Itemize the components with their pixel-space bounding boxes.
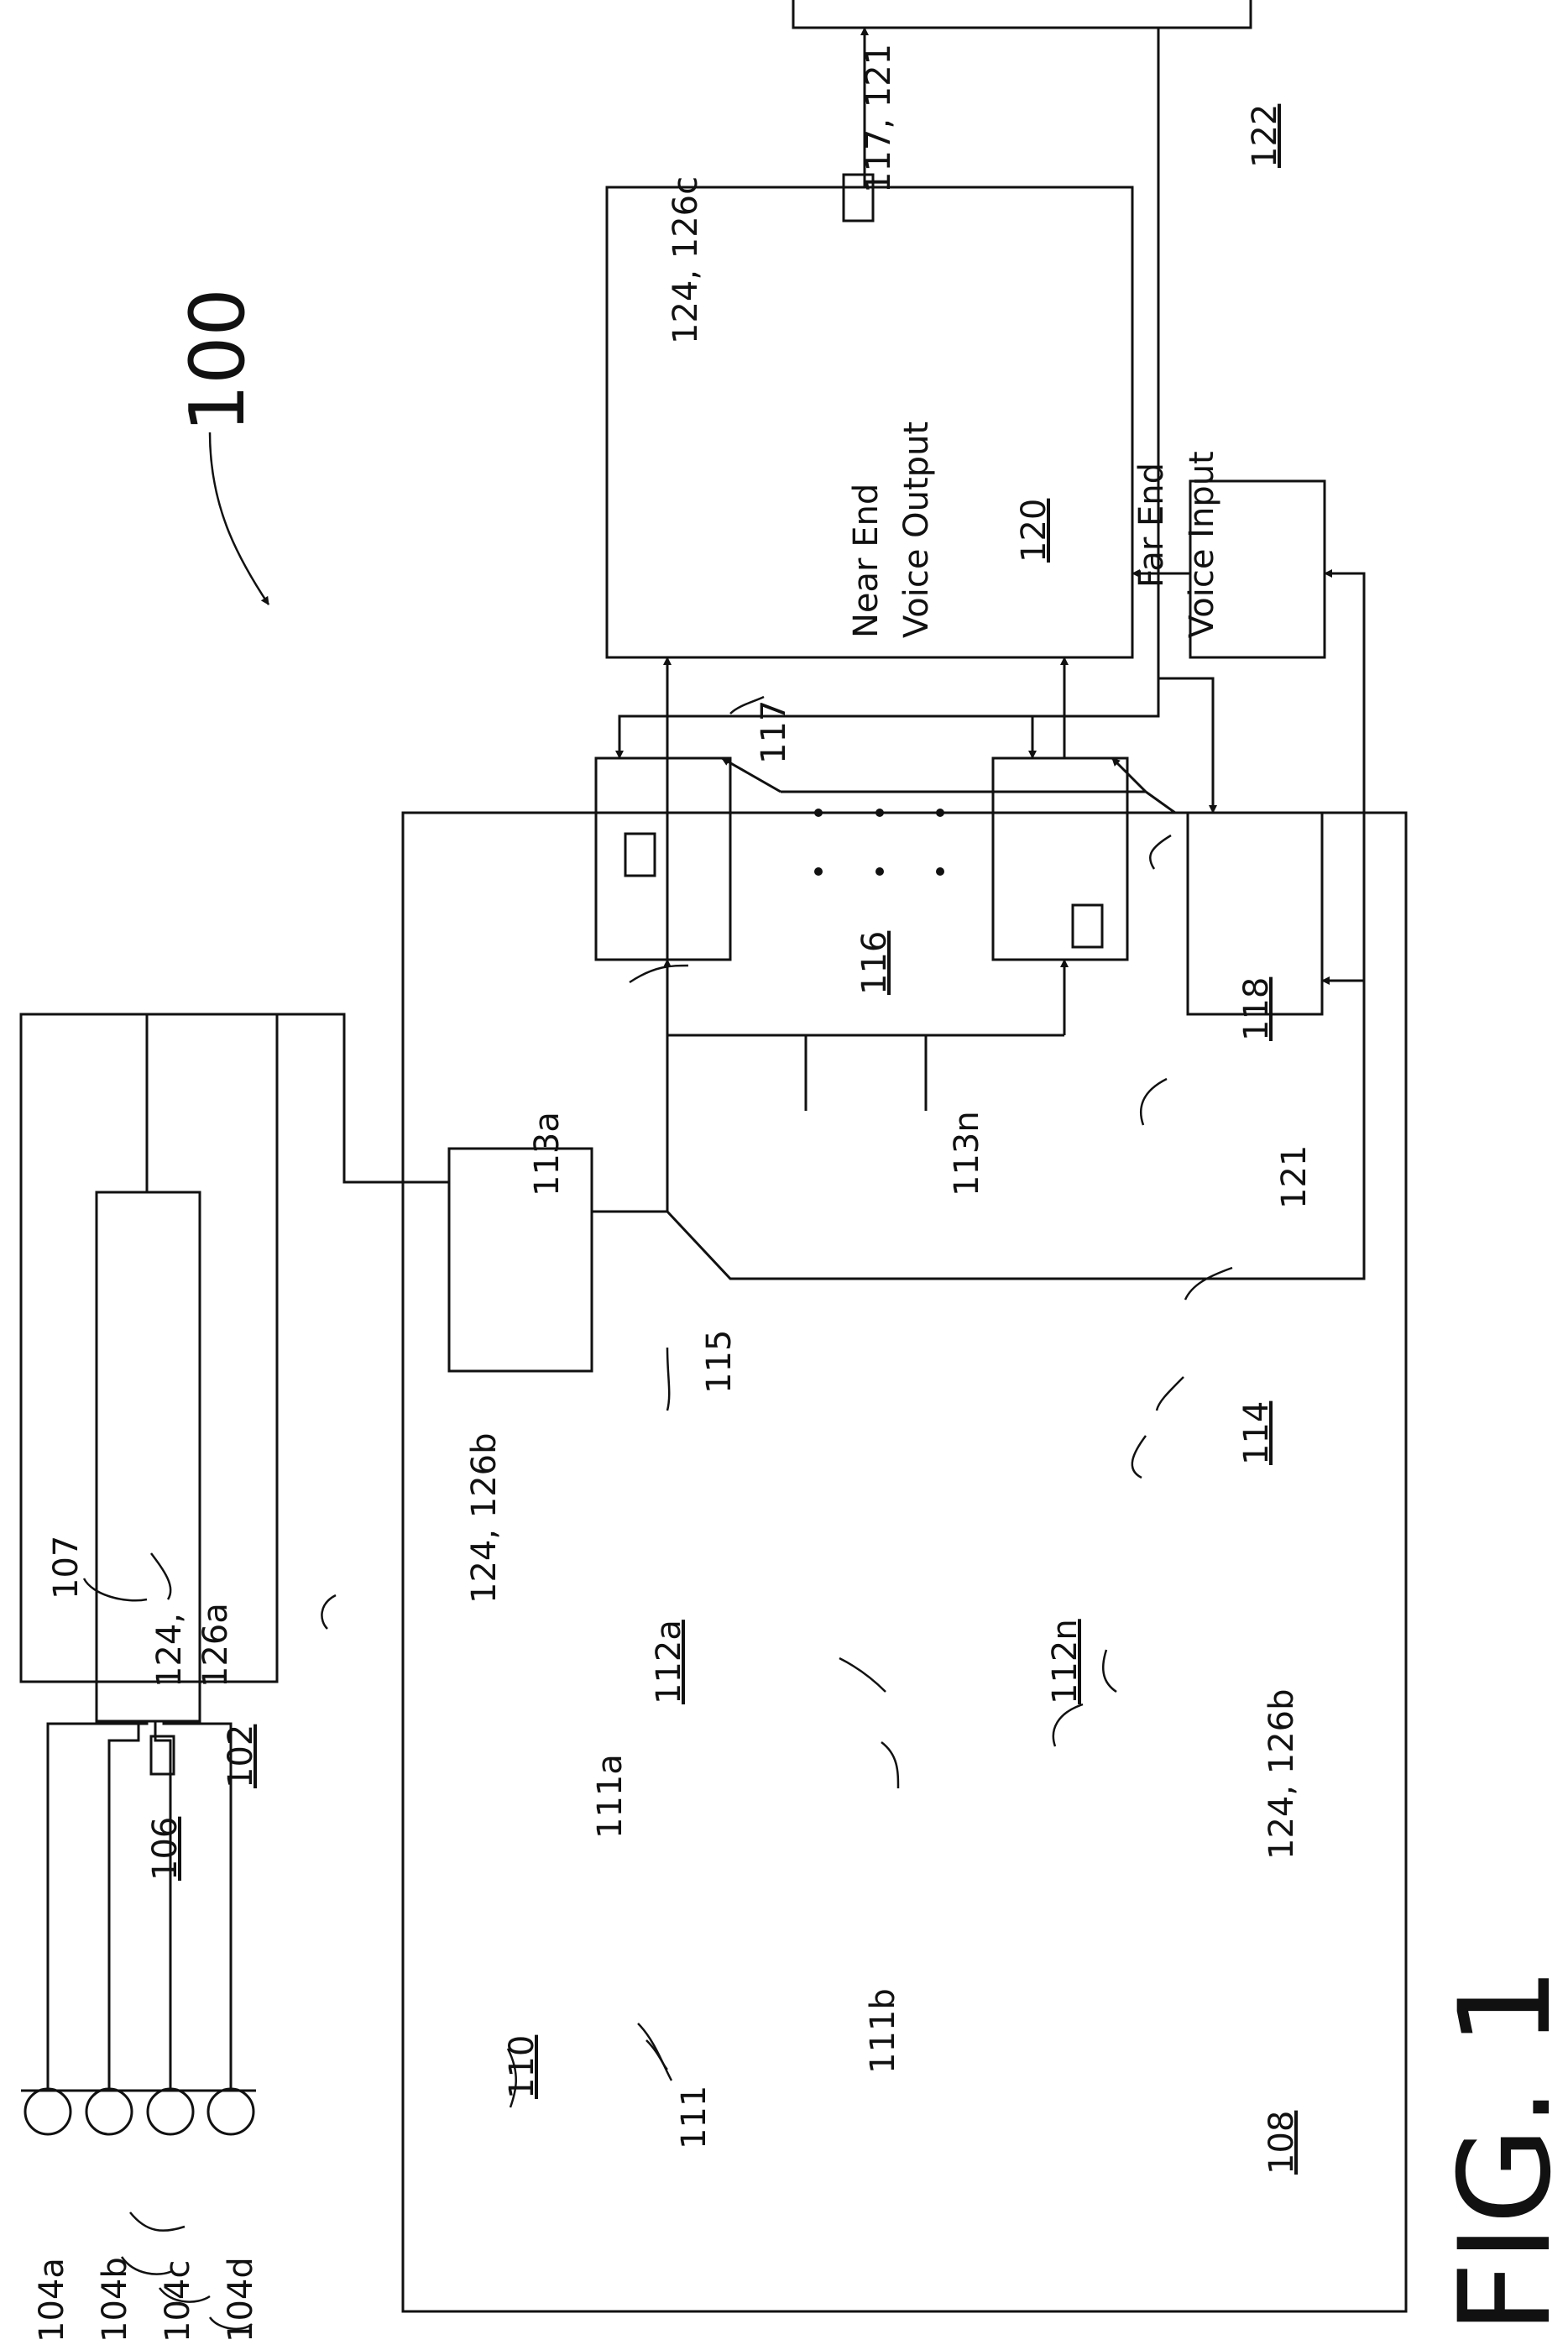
label-112a: 112a bbox=[650, 1620, 688, 1704]
label-104c: 104c bbox=[159, 2260, 197, 2342]
label-121: 121 bbox=[1275, 1145, 1314, 1209]
microphone-104c bbox=[148, 2089, 193, 2134]
label-far-end-1: Far End bbox=[1132, 463, 1171, 588]
label-113a: 113a bbox=[528, 1112, 567, 1196]
leader-lines bbox=[84, 697, 1232, 2329]
label-124-126b-bottom: 124, 126b bbox=[1262, 1688, 1301, 1860]
label-116: 116 bbox=[855, 931, 894, 995]
mic-wire-104b bbox=[109, 1721, 139, 2091]
reference-labels: 104a 104b 104c 104d 106 102 107 124, 126… bbox=[33, 44, 1568, 2342]
label-far-end-2: Voice Input bbox=[1183, 451, 1221, 638]
label-104a: 104a bbox=[33, 2258, 71, 2342]
line-111 bbox=[592, 1014, 667, 1212]
label-111a: 111a bbox=[591, 1754, 630, 1839]
label-118: 118 bbox=[1237, 977, 1276, 1041]
label-110: 110 bbox=[503, 2035, 541, 2099]
label-112n: 112n bbox=[1046, 1619, 1085, 1704]
line-121-to-114 bbox=[1158, 678, 1213, 813]
label-106: 106 bbox=[146, 1817, 185, 1881]
label-104d: 104d bbox=[222, 2257, 260, 2342]
mic-wire-104a bbox=[48, 1721, 147, 2091]
label-near-end-2: Voice Output bbox=[897, 421, 936, 638]
ellipsis-dot bbox=[814, 867, 823, 876]
ellipsis-dot bbox=[814, 809, 823, 817]
label-107: 107 bbox=[47, 1536, 86, 1599]
block-120 bbox=[793, 0, 1251, 28]
microphone-104a bbox=[25, 2089, 71, 2134]
label-104b: 104b bbox=[96, 2257, 134, 2342]
indicator-126b-bottom bbox=[1073, 905, 1102, 947]
block-110 bbox=[449, 1149, 592, 1371]
system-ref-100: 100 bbox=[174, 288, 262, 432]
indicator-126b-top bbox=[625, 834, 655, 876]
label-111: 111 bbox=[675, 2086, 713, 2149]
label-102: 102 bbox=[222, 1725, 260, 1788]
label-near-end-1: Near End bbox=[847, 484, 886, 638]
label-120: 120 bbox=[1015, 499, 1053, 563]
label-111b: 111b bbox=[864, 1988, 902, 2074]
label-117: 117 bbox=[755, 700, 793, 764]
label-124-126c: 124, 126c bbox=[666, 176, 705, 344]
label-114: 114 bbox=[1237, 1401, 1276, 1465]
ellipsis-dot bbox=[936, 867, 944, 876]
label-108: 108 bbox=[1262, 2111, 1301, 2175]
ellipsis-dot bbox=[875, 809, 884, 817]
label-113n: 113n bbox=[948, 1111, 986, 1196]
microphone-104b bbox=[86, 2089, 132, 2134]
line-121-trunk bbox=[619, 338, 1158, 758]
label-124-126a-l1: 124, bbox=[150, 1613, 189, 1688]
line-115-from-114 bbox=[1146, 792, 1175, 813]
label-124-126b-top: 124, 126b bbox=[465, 1432, 504, 1604]
mic-wire-104c bbox=[155, 1721, 170, 2091]
label-117-121: 117, 121 bbox=[860, 44, 898, 193]
label-115: 115 bbox=[700, 1330, 739, 1394]
label-124-126a-l2: 126a bbox=[196, 1603, 235, 1688]
mic-wire-104d bbox=[164, 1721, 231, 2091]
figure-caption: FIG. 1 bbox=[1433, 1966, 1568, 2334]
ellipsis-dot bbox=[936, 809, 944, 817]
microphone-104d bbox=[208, 2089, 253, 2134]
block-112n bbox=[993, 758, 1127, 960]
line-115-to-112n bbox=[1112, 758, 1146, 792]
ellipsis-dot bbox=[875, 867, 884, 876]
block-112a bbox=[596, 758, 730, 960]
line-111b-to-118 bbox=[1325, 573, 1364, 981]
label-122: 122 bbox=[1246, 104, 1284, 168]
system-100-arrow bbox=[210, 432, 269, 605]
